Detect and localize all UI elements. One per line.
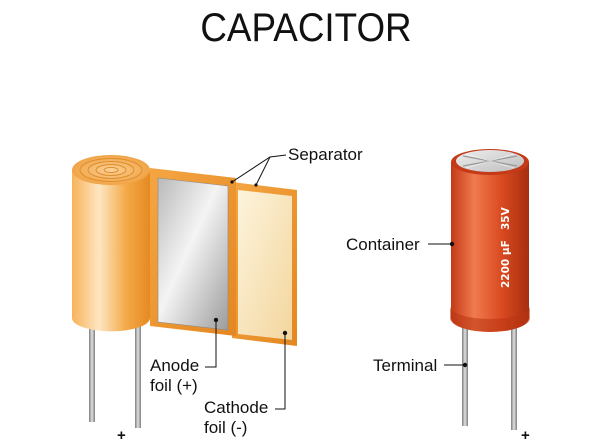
anode-foil	[158, 178, 228, 330]
cathode-leader	[275, 333, 286, 410]
cathode-foil	[238, 190, 292, 340]
anode-leader	[205, 320, 217, 368]
cathode-dot	[282, 330, 288, 336]
separator-label: Separator	[288, 145, 363, 164]
cathode-label-line1: Cathode	[204, 398, 268, 417]
cathode-label-line2: foil (-)	[204, 418, 247, 437]
diagram-title: CAPACITOR	[200, 6, 412, 50]
positive-terminal-lead	[511, 326, 517, 430]
right-plus-sign: +	[521, 427, 530, 444]
container-body	[451, 162, 529, 332]
rolled-capacitor-diagram: Separator Anode foil (+) Cathode foil (-…	[72, 145, 363, 444]
electrolytic-capacitor: 2200 μF 35V Container Terminal +	[346, 149, 530, 444]
anode-lead	[89, 318, 95, 422]
anode-label-line1: Anode	[150, 356, 199, 375]
anode-dot	[213, 317, 219, 323]
anode-label-line2: foil (+)	[150, 376, 198, 395]
negative-terminal-lead	[462, 326, 468, 426]
voltage-marking: 35V	[500, 206, 512, 230]
terminal-label: Terminal	[373, 356, 437, 375]
left-plus-sign: +	[117, 427, 126, 444]
rolled-cylinder-body	[72, 170, 150, 332]
cathode-lead	[135, 320, 141, 428]
container-label: Container	[346, 235, 420, 254]
rolled-cylinder-top	[72, 155, 150, 185]
capacitance-marking: 2200 μF	[500, 240, 512, 288]
